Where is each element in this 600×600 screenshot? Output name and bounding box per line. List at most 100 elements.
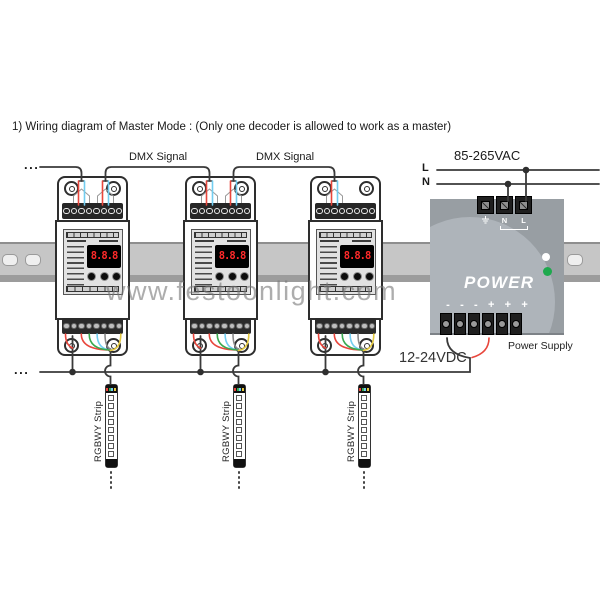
line-label: L [422,162,429,174]
up-button[interactable] [227,272,237,281]
output-terminal-block [62,318,123,334]
seven-segment-display: 8.8.8 [87,245,121,268]
screw-hole-icon [234,181,249,196]
dc-terminal [510,313,522,335]
decoder-front-panel: 8.8.8 [63,229,123,295]
screw-hole-icon [192,181,207,196]
panel-buttons[interactable] [340,272,374,281]
power-supply-unit: POWER N L - - - + + + [430,196,564,335]
continuation-ellipsis-top: ... [24,157,40,172]
ac-voltage-label: 85-265VAC [454,148,521,163]
input-terminal-block [315,203,376,219]
neutral-label: N [422,176,430,188]
led-strip-2 [232,384,246,468]
up-button[interactable] [99,272,109,281]
power-led-white [542,253,550,261]
screw-hole-icon [234,338,249,353]
decoder-body: 8.8.8 [55,220,130,320]
led-strip-1 [104,384,118,468]
strip-connector [358,385,370,393]
polarity-label: - [460,299,464,311]
power-supply-caption: Power Supply [508,340,573,352]
decoder-top-section [310,176,381,222]
screw-hole-icon [317,338,332,353]
dmx-decoder-1: 8.8.8 [55,176,130,358]
din-rail-slot [2,254,18,266]
strip-label-3: RGBWY Strip [346,400,357,462]
polarity-label: - [474,299,478,311]
polarity-label: + [521,299,528,311]
dc-terminal-block [440,313,522,335]
dmx-decoder-2: 8.8.8 [183,176,258,358]
screw-hole-icon [192,338,207,353]
decoder-front-panel: 8.8.8 [191,229,251,295]
terminal-legend-bottom [194,286,247,292]
screw-hole-icon [359,181,374,196]
strip-connector [233,385,245,393]
decoder-top-section [57,176,128,222]
terminal-legend-bottom [66,286,119,292]
line-terminal-label: L [521,216,526,225]
up-button[interactable] [352,272,362,281]
continuation-ellipsis-bus: ... [14,362,30,377]
strip-leds [106,393,117,459]
ac-terminal [515,196,532,214]
output-terminal-block [190,318,251,334]
strip-label-1: RGBWY Strip [93,400,104,462]
power-supply-brand: POWER [464,273,535,292]
dc-terminal [496,313,508,335]
polarity-label: - [446,299,450,311]
terminal-legend [194,232,247,238]
diagram-title: 1) Wiring diagram of Master Mode : (Only… [12,121,452,133]
ac-terminal [496,196,513,214]
watermark: www.festoonlight.com [106,276,398,306]
spec-text-block [320,246,337,286]
down-button[interactable] [112,272,121,281]
down-button[interactable] [240,272,249,281]
neutral-terminal-label: N [501,216,508,225]
strip-leds [234,393,245,459]
strip-end [233,459,245,467]
screw-hole-icon [106,181,121,196]
panel-sublabels [320,240,371,243]
dc-terminal [468,313,480,335]
seven-segment-display: 8.8.8 [215,245,249,268]
din-rail-slot [25,254,41,266]
dc-terminal [440,313,452,335]
down-button[interactable] [365,272,374,281]
nl-bracket [500,226,528,230]
spec-text-block [67,246,84,286]
panel-buttons[interactable] [87,272,121,281]
polarity-label: + [504,299,512,311]
decoder-bottom-section [185,318,256,356]
seven-segment-display: 8.8.8 [340,245,374,268]
decoder-bottom-section [57,318,128,356]
menu-button[interactable] [215,272,224,281]
menu-button[interactable] [340,272,349,281]
panel-buttons[interactable] [215,272,249,281]
screw-hole-icon [317,181,332,196]
led-strip-3 [357,384,371,468]
ac-terminal [477,196,494,214]
strip-end [358,459,370,467]
power-led-green [543,267,552,276]
strip-continues-dots [109,471,112,489]
strip-continues-dots [362,471,365,489]
menu-button[interactable] [87,272,96,281]
din-rail-shadow [0,275,600,282]
dmx-signal-label-1: DMX Signal [128,151,188,163]
ac-terminal-labels: N L [477,216,532,226]
terminal-legend [319,232,372,238]
screw-hole-icon [64,338,79,353]
ac-terminal-block [477,196,532,214]
screw-hole-icon [106,338,121,353]
strip-label-2: RGBWY Strip [221,400,232,462]
terminal-legend-bottom [319,286,372,292]
polarity-label: + [487,299,495,311]
decoder-body: 8.8.8 [183,220,258,320]
decoder-bottom-section [310,318,381,356]
strip-connector [105,385,117,393]
strip-end [105,459,117,467]
output-terminal-block [315,318,376,334]
